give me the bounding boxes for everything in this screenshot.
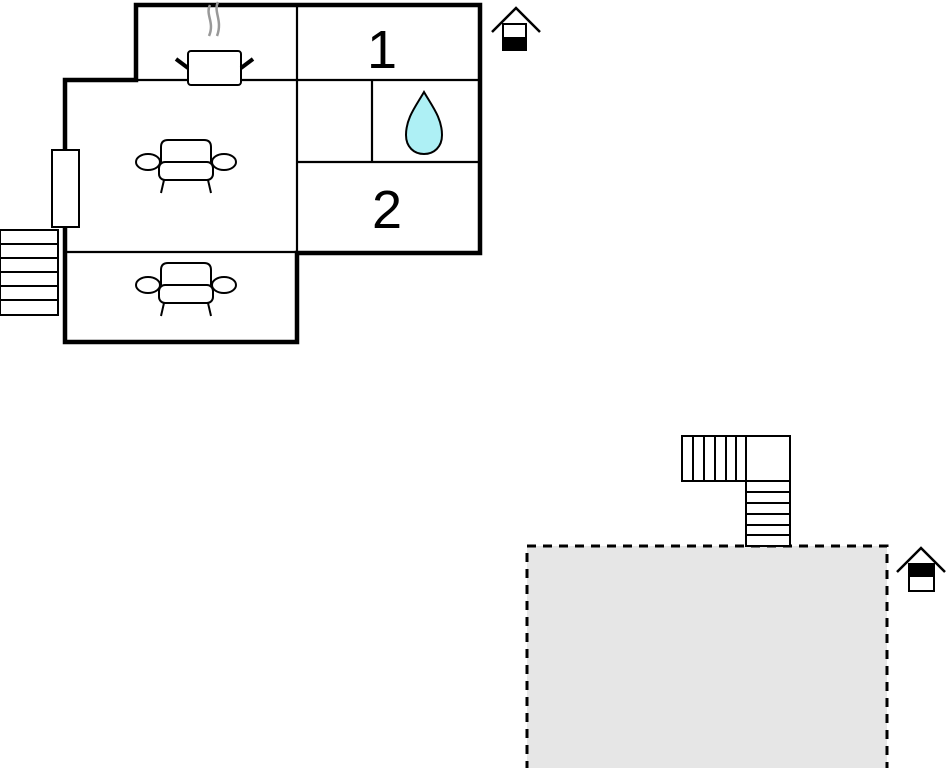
water-drop-icon <box>404 89 444 156</box>
sofa-icon <box>135 262 237 317</box>
sofa-icon <box>135 139 237 194</box>
house-ground-floor-icon <box>896 546 946 592</box>
stairs-icon <box>681 435 791 547</box>
room-label-2: 2 <box>372 180 402 240</box>
terrace-area <box>525 544 889 768</box>
cooking-pot-icon <box>174 1 255 86</box>
window-icon <box>51 149 80 228</box>
house-upper-floor-icon <box>491 6 541 51</box>
stairs-icon <box>0 229 59 316</box>
room-label-1: 1 <box>367 20 397 80</box>
outer-walls <box>62 2 483 345</box>
